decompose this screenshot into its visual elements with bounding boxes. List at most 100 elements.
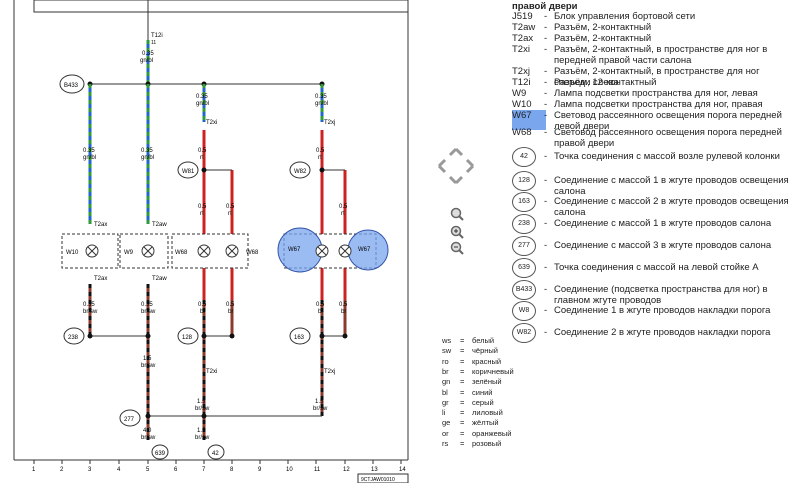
column-number: 10 [286, 467, 293, 473]
ground-point-code: 128 [512, 171, 536, 191]
zoom-plus-icon[interactable] [450, 225, 464, 239]
color-eq: = [460, 356, 465, 366]
legend-code: T2xj [512, 66, 530, 77]
zoom-out-icon[interactable] [450, 241, 464, 255]
column-number: 13 [371, 467, 378, 473]
legend-dash: - [544, 240, 548, 251]
color-name: розовый [472, 439, 502, 448]
color-code: ge [442, 418, 451, 428]
ground-point-desc: Точка соединения с массой возле рулевой … [554, 151, 780, 162]
wire-color-label: br [200, 309, 205, 315]
ground-node-w81 [177, 161, 199, 179]
legend-desc: Блок управления бортовой сети [554, 11, 696, 22]
pan-down-icon [448, 175, 464, 185]
color-name: синий [472, 387, 493, 397]
wire-label: 1.5 [143, 356, 152, 362]
color-eq: = [460, 418, 465, 428]
wire-label: 0.5 [226, 302, 235, 308]
ground-node-277 [119, 409, 141, 427]
ground-point-code: 238 [512, 214, 536, 234]
ground-node-w82 [289, 161, 311, 179]
wire-color-label: rt [200, 211, 204, 217]
legend-dash: - [544, 262, 548, 273]
wire-color-label: br/sw [195, 435, 210, 441]
lamp-w10 [61, 233, 119, 269]
w82-label: W82 [294, 169, 307, 175]
legend-code: T12i [512, 77, 531, 88]
legend-code: T2xi [512, 44, 530, 55]
color-eq: = [460, 346, 465, 356]
legend-code: W68 [512, 127, 532, 138]
column-number: 8 [230, 467, 234, 473]
legend-desc: Световод рассеянного освещения порога пе… [554, 110, 782, 132]
w10-label: W10 [66, 250, 79, 256]
legend-desc: Разъём, 2-контактный [554, 22, 652, 33]
legend-desc: Лампа подсветки пространства для ног, пр… [554, 99, 763, 110]
color-eq: = [460, 439, 465, 448]
ground-node-42 [207, 444, 225, 460]
legend-dash: - [544, 77, 548, 88]
color-code: ws [442, 336, 452, 345]
ground-point-code: 163 [512, 192, 536, 212]
column-number: 12 [343, 467, 350, 473]
ground-point-desc: Соединение с массой 2 в жгуте проводов о… [554, 196, 789, 218]
wire-label: 0.5 [316, 148, 325, 154]
legend-dash: - [544, 22, 548, 33]
zoom-in-icon[interactable] [450, 207, 464, 221]
legend-dash: - [544, 284, 548, 295]
color-name: жёлтый [472, 418, 499, 428]
legend-desc: Разъём, 2-контактный [554, 33, 652, 44]
pan-control[interactable] [436, 146, 476, 186]
connector-t2xi-label: T2xi [206, 120, 217, 126]
pan-left-icon [437, 158, 447, 174]
n42-label: 42 [212, 451, 219, 457]
wire-label: 0.35 [141, 148, 153, 154]
legend-dash: - [544, 11, 548, 22]
wire-label: 0.5 [339, 302, 348, 308]
t2xi-lower-label: T2xi [206, 369, 217, 375]
ground-node-639 [151, 444, 169, 460]
ground-point-code: 42 [512, 147, 536, 167]
wire-color-label: br/sw [141, 363, 156, 369]
wire-color-label: gn/bl [140, 58, 153, 64]
ground-point-desc: Соединение с массой 1 в жгуте проводов о… [554, 175, 789, 197]
wire-color-label: gn/bl [315, 101, 328, 107]
color-code: or [442, 428, 449, 438]
top-pin-label: T12i [151, 33, 163, 39]
color-name: белый [472, 336, 495, 345]
ground-point-code: W8 [512, 301, 536, 321]
ground-point-code: W82 [512, 323, 536, 343]
legend-desc: Разъём, 2-контактный, в пространстве для… [554, 44, 768, 66]
column-number: 5 [146, 467, 150, 473]
column-number: 6 [174, 467, 178, 473]
red-wires [202, 130, 347, 300]
legend-dash: - [544, 196, 548, 207]
w67-label: W67 [288, 247, 301, 253]
legend-title: правой двери [512, 1, 578, 12]
color-eq: = [460, 387, 465, 397]
ground-node-128 [177, 327, 199, 345]
color-code: br [442, 366, 449, 376]
legend-code: J519 [512, 11, 533, 22]
junction-dot [342, 333, 348, 339]
color-eq: = [460, 428, 465, 438]
light-guide-w68 [171, 233, 249, 269]
ground-point-desc: Соединение (подсветка пространства для н… [554, 284, 768, 306]
junction-dot [201, 167, 207, 173]
wire-label: 0.35 [83, 302, 95, 308]
legend-code: T2ax [512, 33, 534, 44]
legend-dash: - [544, 99, 548, 110]
n277-label: 277 [124, 417, 135, 423]
wire-color-label: rt [341, 211, 345, 217]
ground-point-code: 277 [512, 236, 536, 256]
color-code: rs [442, 439, 449, 448]
wire-label: 0.5 [198, 302, 207, 308]
wire-label: 0.35 [315, 94, 327, 100]
color-code: gr [442, 397, 449, 407]
legend-dash: - [544, 33, 548, 44]
wire-label: 1.5 [315, 399, 324, 405]
wire-color-label: br/sw [141, 435, 156, 441]
junction-dot [319, 167, 325, 173]
junction-dot [319, 333, 325, 339]
